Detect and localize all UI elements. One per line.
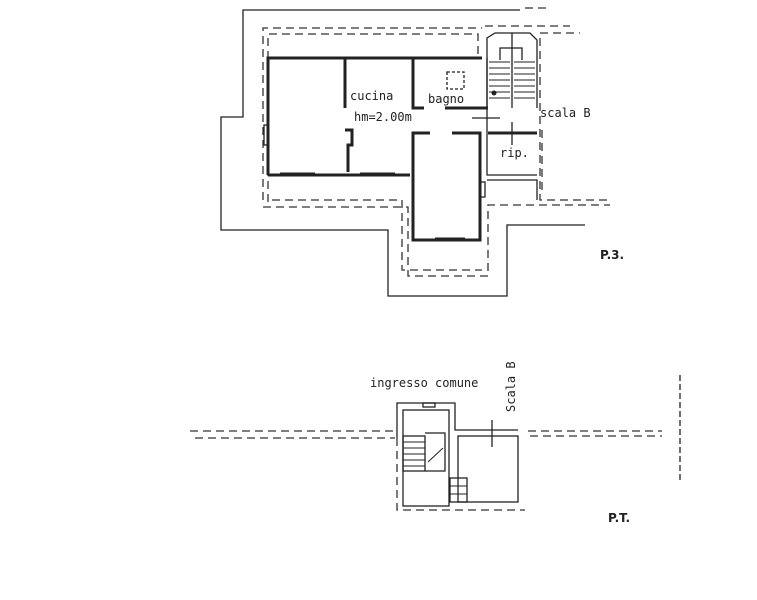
p3-walls <box>263 56 538 242</box>
window <box>479 181 486 198</box>
window <box>263 124 269 146</box>
p3-staircase <box>472 32 538 145</box>
stair-label-pt: Scala B <box>504 361 518 412</box>
room-height-label: hm=2.00m <box>354 110 412 124</box>
room-label-bathroom: bagno <box>428 92 464 106</box>
floor-label-pt: P.T. <box>608 511 630 525</box>
room-label-storage: rip. <box>500 146 529 160</box>
stair-label-p3: scala B <box>540 106 591 120</box>
pt-staircase <box>402 432 468 503</box>
p3-site-boundary <box>220 7 585 297</box>
pt-boundary-lines <box>190 375 681 511</box>
room-label-kitchen: cucina <box>350 89 393 103</box>
shower-icon <box>446 71 465 90</box>
floor-label-p3: P.3. <box>600 248 624 262</box>
entrance-label: ingresso comune <box>370 376 478 390</box>
